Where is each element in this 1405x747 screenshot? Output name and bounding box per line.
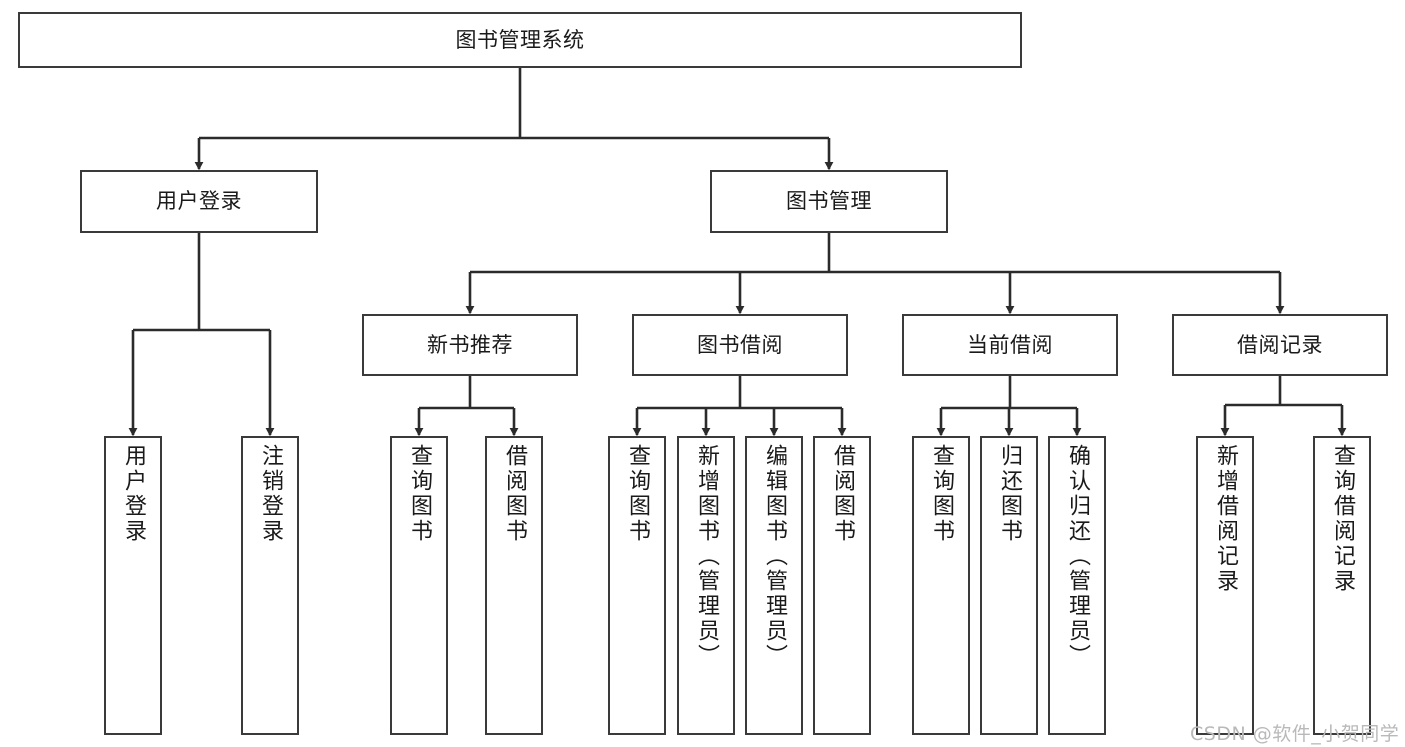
- node-label: 图书管理系统: [455, 27, 585, 52]
- diagram-node-l_cu_ok[interactable]: 确认归还（管理员）: [1048, 436, 1106, 735]
- node-label: 图书管理: [786, 189, 872, 214]
- diagram-node-l_rc_query[interactable]: 查询借阅记录: [1313, 436, 1371, 735]
- diagram-node-l_rc_add[interactable]: 新增借阅记录: [1196, 436, 1254, 735]
- diagram-node-l_bk_query[interactable]: 查询图书: [608, 436, 666, 735]
- diagram-node-l_logout[interactable]: 注销登录: [241, 436, 299, 735]
- diagram-node-l_bk_add[interactable]: 新增图书（管理员）: [677, 436, 735, 735]
- diagram-node-newbook[interactable]: 新书推荐: [362, 314, 578, 376]
- node-label: 注销登录: [258, 444, 283, 544]
- node-label: 归还图书: [997, 444, 1022, 544]
- diagram-node-bookmgmt[interactable]: 图书管理: [710, 170, 948, 233]
- diagram-node-l_cu_query[interactable]: 查询图书: [912, 436, 970, 735]
- node-label: 新书推荐: [427, 332, 513, 357]
- node-label: 查询图书: [407, 444, 432, 544]
- node-label: 新增借阅记录: [1213, 444, 1238, 594]
- diagram-node-l_login[interactable]: 用户登录: [104, 436, 162, 735]
- node-label: 确认归还（管理员）: [1065, 444, 1090, 669]
- node-label: 用户登录: [121, 444, 146, 544]
- node-label: 图书借阅: [697, 332, 783, 357]
- diagram-node-l_nb_query[interactable]: 查询图书: [390, 436, 448, 735]
- diagram-node-l_bk_borrow[interactable]: 借阅图书: [813, 436, 871, 735]
- diagram-node-l_nb_borrow[interactable]: 借阅图书: [485, 436, 543, 735]
- diagram-node-l_bk_edit[interactable]: 编辑图书（管理员）: [745, 436, 803, 735]
- node-label: 查询借阅记录: [1330, 444, 1355, 594]
- node-label: 编辑图书（管理员）: [762, 444, 787, 669]
- watermark: CSDN @软件_小贺同学: [1190, 723, 1400, 745]
- node-label: 查询图书: [625, 444, 650, 544]
- node-label: 借阅记录: [1237, 332, 1323, 357]
- node-label: 借阅图书: [502, 444, 527, 544]
- node-label: 用户登录: [156, 189, 242, 214]
- diagram-node-records[interactable]: 借阅记录: [1172, 314, 1388, 376]
- node-label: 当前借阅: [967, 332, 1053, 357]
- diagram-node-l_cu_return[interactable]: 归还图书: [980, 436, 1038, 735]
- diagram-node-current[interactable]: 当前借阅: [902, 314, 1118, 376]
- diagram-node-borrow[interactable]: 图书借阅: [632, 314, 848, 376]
- diagram-node-login[interactable]: 用户登录: [80, 170, 318, 233]
- node-label: 借阅图书: [830, 444, 855, 544]
- node-label: 新增图书（管理员）: [694, 444, 719, 669]
- diagram-node-root[interactable]: 图书管理系统: [18, 12, 1022, 68]
- node-label: 查询图书: [929, 444, 954, 544]
